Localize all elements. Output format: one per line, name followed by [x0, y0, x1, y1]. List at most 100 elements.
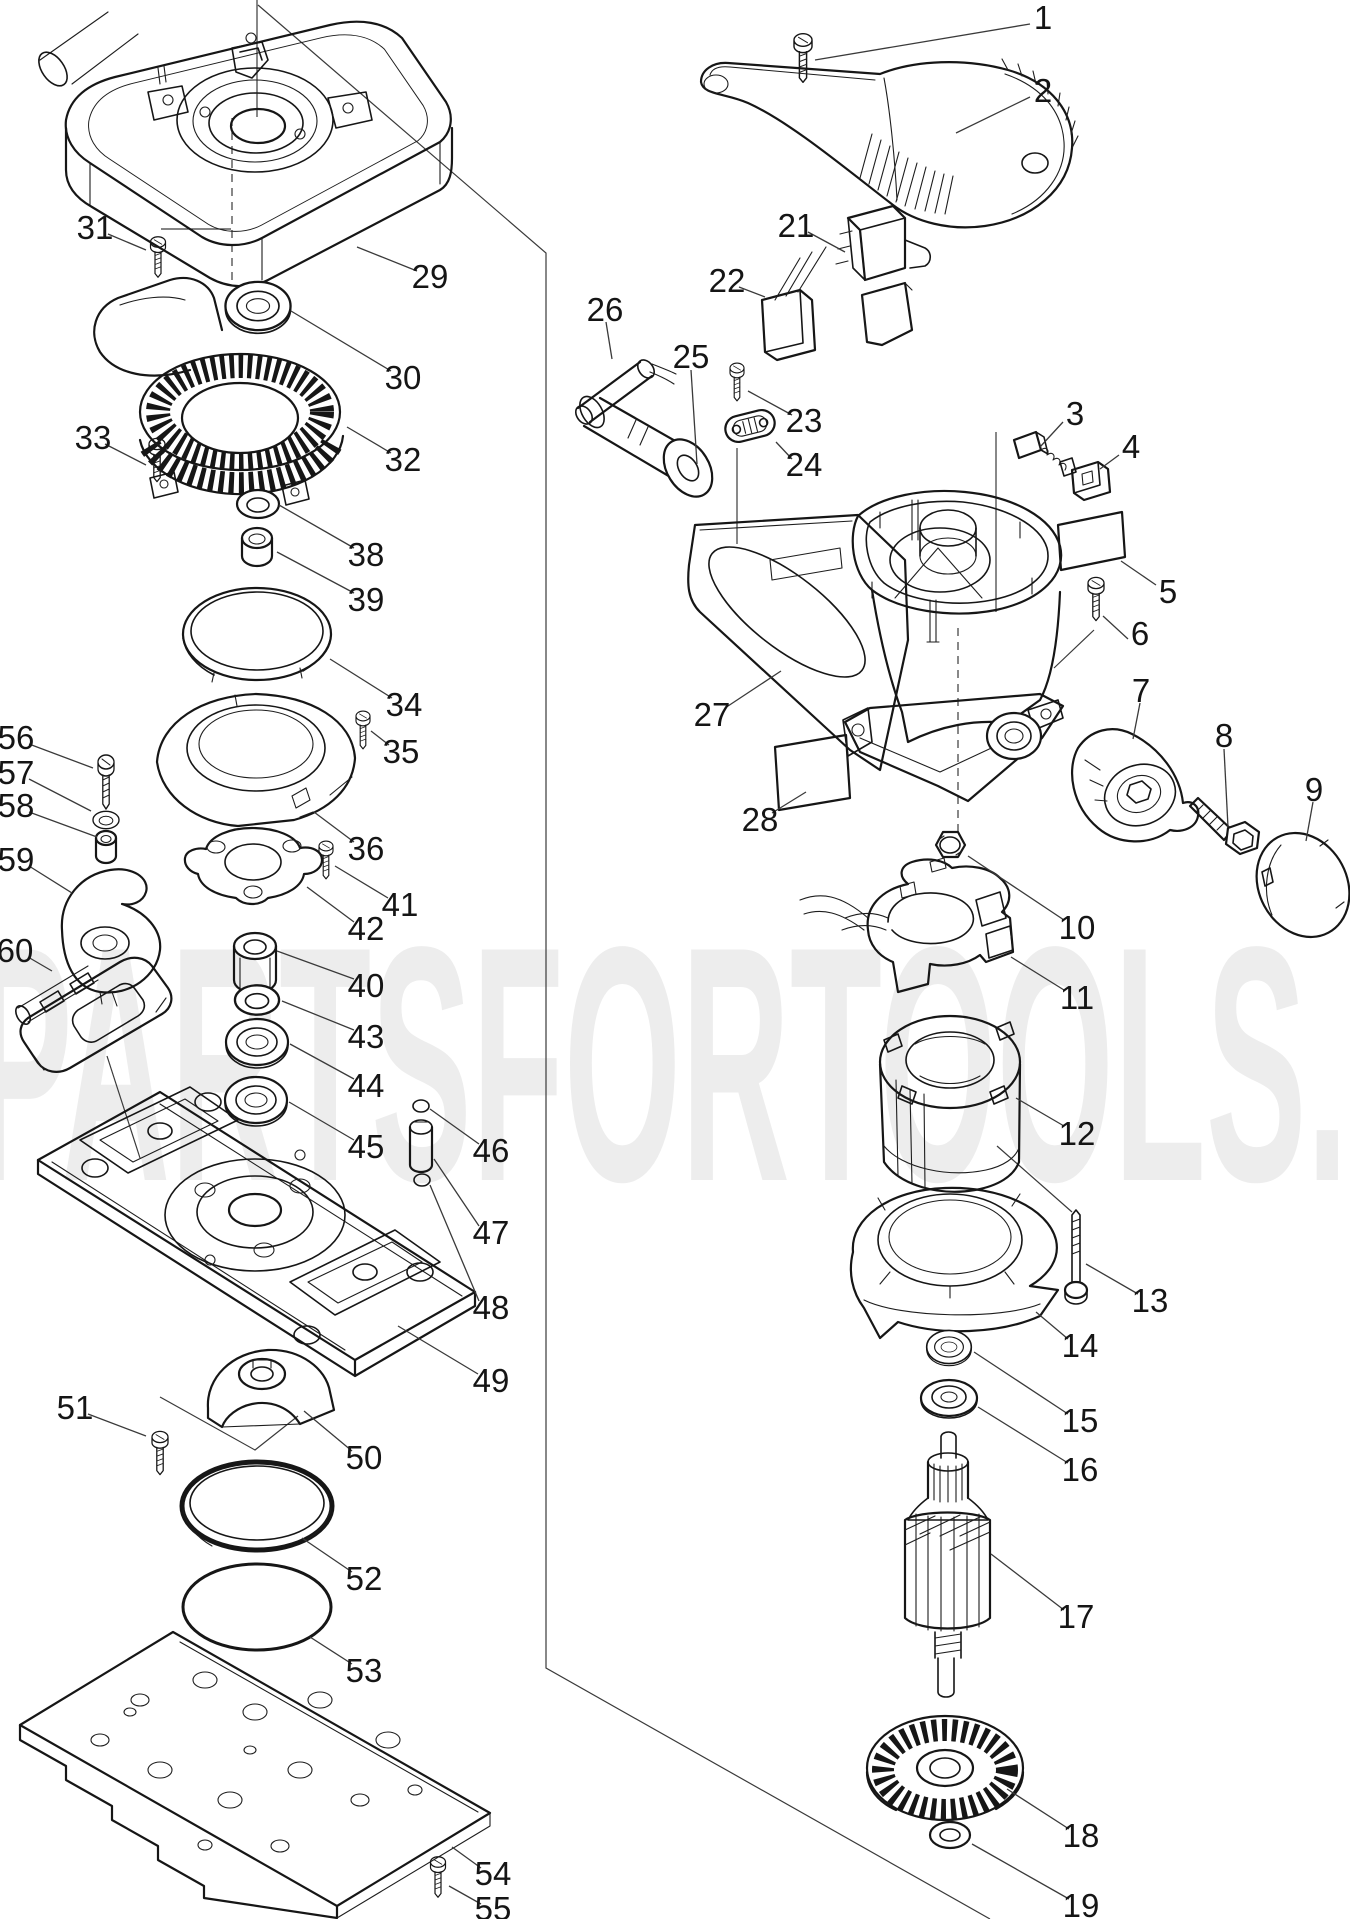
leader-line-29	[356, 246, 418, 272]
part-number-4: 4	[1122, 428, 1140, 465]
leader-line-22	[738, 286, 766, 298]
part-10-nut	[934, 830, 967, 859]
leader-line-51	[87, 1413, 147, 1437]
part-54-pad-plate	[18, 1630, 492, 1919]
part-56-screw	[97, 754, 115, 810]
part-number-53: 53	[346, 1652, 383, 1689]
bracket-line-50	[159, 1396, 299, 1451]
leader-line-7	[1132, 702, 1141, 740]
part-number-18: 18	[1063, 1817, 1100, 1854]
part-number-34: 34	[386, 686, 423, 723]
leader-line-25	[690, 369, 698, 465]
leader-line-35	[370, 730, 390, 746]
part-number-32: 32	[385, 441, 422, 478]
part-13-long-screw	[1063, 1209, 1089, 1305]
axis-line-screw6	[1053, 629, 1095, 669]
part-number-21: 21	[778, 207, 815, 244]
part-57-washer	[92, 810, 120, 830]
part-number-9: 9	[1305, 771, 1323, 808]
part-2-handle-cover	[699, 58, 1079, 229]
part-5-label-sticker	[1056, 510, 1127, 572]
part-number-43: 43	[348, 1018, 385, 1055]
leader-line-24	[775, 441, 793, 460]
leader-line-46	[429, 1108, 480, 1145]
leader-line-32	[346, 426, 392, 454]
part-number-36: 36	[348, 830, 385, 867]
part-49-base-plate	[36, 1086, 477, 1378]
leader-line-9	[1305, 801, 1314, 842]
part-1-screw	[793, 32, 813, 84]
part-number-10: 10	[1059, 909, 1096, 946]
part-46-o-ring	[412, 1099, 430, 1113]
leader-line-42	[306, 886, 355, 923]
part-35-screw	[355, 710, 371, 750]
part-number-22: 22	[709, 262, 746, 299]
part-number-54: 54	[475, 1855, 512, 1892]
leader-line-11	[1010, 956, 1065, 991]
part-43-washer	[233, 984, 281, 1016]
part-number-50: 50	[346, 1439, 383, 1476]
part-17-armature	[903, 1431, 992, 1698]
part-number-29: 29	[412, 258, 449, 295]
leader-line-1	[814, 23, 1031, 61]
leader-line-33	[104, 443, 147, 466]
part-59-lever	[60, 868, 162, 1007]
leader-line-3	[1039, 421, 1064, 448]
part-4-brush-holder	[1070, 460, 1112, 502]
part-number-42: 42	[348, 910, 385, 947]
part-number-24: 24	[786, 446, 823, 483]
part-number-17: 17	[1058, 1598, 1095, 1635]
leader-line-15	[973, 1351, 1069, 1415]
part-23-screw	[729, 362, 745, 402]
leader-line-30	[290, 310, 392, 372]
part-number-59: 59	[0, 841, 34, 878]
part-12-field-coil	[878, 1014, 1022, 1193]
part-9-cap	[1255, 831, 1350, 939]
part-40-bushing	[232, 931, 278, 995]
part-number-57: 57	[0, 754, 34, 791]
part-22-capacitor	[760, 246, 827, 362]
part-number-41: 41	[382, 886, 419, 923]
leader-line-47	[433, 1158, 480, 1227]
reference-lines	[106, 0, 1095, 1919]
watermark: PARTSFORTOOLS.CO	[0, 878, 1350, 1252]
part-number-2: 2	[1034, 72, 1052, 109]
part-number-46: 46	[473, 1132, 510, 1169]
part-number-3: 3	[1066, 395, 1084, 432]
part-19-washer	[928, 1820, 972, 1850]
part-number-45: 45	[348, 1128, 385, 1165]
leader-line-45	[288, 1101, 355, 1141]
part-number-19: 19	[1063, 1887, 1100, 1919]
leader-line-16	[977, 1406, 1069, 1464]
part-number-12: 12	[1059, 1115, 1096, 1152]
leader-line-50	[303, 1410, 353, 1452]
part-32-gear-fan	[93, 276, 345, 506]
leader-line-39	[276, 551, 355, 594]
part-number-7: 7	[1132, 672, 1150, 709]
part-number-48: 48	[473, 1289, 510, 1326]
part-60-clamp-assembly	[14, 956, 173, 1073]
part-25-grommet	[579, 395, 714, 498]
leader-line-38	[278, 504, 355, 549]
part-number-27: 27	[694, 696, 731, 733]
leader-line-44	[289, 1043, 355, 1080]
part-30-bearing	[224, 280, 292, 335]
section-divider-line	[257, 4, 991, 1919]
part-39-sleeve	[240, 526, 274, 568]
leader-line-56	[28, 743, 94, 769]
part-47-pin	[408, 1119, 434, 1174]
leader-line-19	[971, 1843, 1070, 1900]
part-53-backing-disc	[181, 1562, 333, 1652]
part-51-screw	[151, 1430, 169, 1476]
part-number-1: 1	[1034, 0, 1052, 36]
part-number-35: 35	[383, 733, 420, 770]
part-16-insulation-washer	[919, 1378, 979, 1419]
axis-line-part60	[106, 1055, 141, 1159]
leader-line-28	[771, 791, 807, 814]
part-number-16: 16	[1062, 1451, 1099, 1488]
leader-line-5	[1120, 560, 1157, 586]
leader-line-6	[1102, 615, 1129, 640]
part-number-15: 15	[1062, 1402, 1099, 1439]
part-29-housing-cover	[38, 11, 454, 288]
